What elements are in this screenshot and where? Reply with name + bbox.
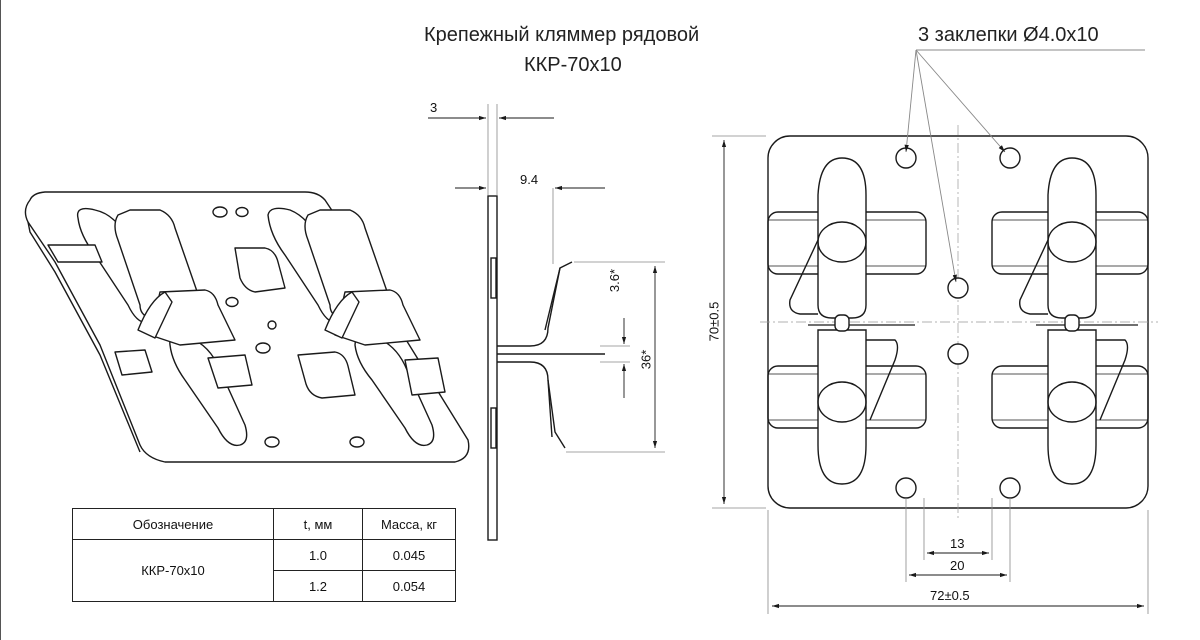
dim-height-label: 70±0.5 — [706, 301, 722, 342]
iso-pad — [207, 354, 253, 389]
cell-thickness: 1.2 — [273, 570, 363, 602]
front-clip — [1047, 329, 1097, 485]
dim-thickness-label: 3 — [430, 100, 438, 115]
iso-rivet-hole — [255, 342, 271, 354]
iso-pad — [297, 351, 356, 399]
table-row: ККР-70х10 1.0 0.045 — [72, 539, 456, 602]
side-hook — [497, 261, 573, 347]
dim-width-label: 72±0.5 — [930, 588, 970, 603]
iso-pad — [114, 349, 153, 376]
iso-pad — [47, 244, 103, 263]
dim-small-span-label: 3.6* — [607, 268, 623, 293]
front-dimensions — [712, 135, 1149, 614]
front-hole — [947, 343, 969, 365]
front-rivet-hole — [999, 147, 1021, 169]
front-clip — [1047, 157, 1097, 319]
iso-rivet-hole — [212, 206, 228, 218]
dim-gap-inner-label: 13 — [950, 536, 965, 551]
iso-rivet-hole — [235, 206, 249, 218]
rivets-callout-label: 3 заклепки Ø4.0х10 — [918, 24, 1099, 46]
spec-table: Обозначение t, мм Масса, кг ККР-70х10 1.… — [72, 508, 456, 602]
table-row: 1.2 0.054 — [73, 570, 456, 602]
iso-clip-flap — [324, 291, 360, 339]
iso-rivet-hole — [264, 436, 280, 448]
drawing-subtitle: ККР-70х10 — [524, 54, 622, 76]
iso-pad — [234, 247, 286, 293]
front-clip — [817, 329, 867, 485]
spec-table-header-row: Обозначение t, мм Масса, кг — [72, 508, 456, 540]
isometric-view — [24, 191, 470, 463]
dim-large-span-label: 36* — [638, 349, 654, 370]
front-hole — [895, 477, 917, 499]
drawing-title: Крепежный кляммер рядовой — [424, 24, 700, 46]
iso-pad — [404, 357, 446, 396]
front-clip — [817, 157, 867, 319]
dim-offset-label: 9.4 — [520, 172, 539, 187]
iso-rivet-hole — [349, 436, 365, 448]
side-view — [428, 104, 665, 541]
iso-rivet-hole — [225, 296, 239, 308]
iso-clip-flap — [137, 291, 173, 339]
cell-mass: 0.054 — [362, 570, 456, 602]
dim-gap-outer-label: 20 — [950, 558, 965, 573]
page-edge-line — [0, 0, 1, 640]
rivet-leaders — [904, 49, 1145, 283]
front-rivet-hole — [947, 277, 969, 299]
header-designation: Обозначение — [72, 508, 274, 540]
iso-rivet-hole — [267, 320, 277, 330]
header-mass: Масса, кг — [362, 508, 456, 540]
front-view — [760, 125, 1158, 518]
front-hole — [999, 477, 1021, 499]
cell-designation: ККР-70х10 — [72, 539, 274, 602]
header-thickness: t, мм — [273, 508, 363, 540]
cell-thickness: 1.0 — [273, 539, 363, 571]
side-plate — [487, 195, 498, 541]
cell-mass: 0.045 — [362, 539, 456, 571]
